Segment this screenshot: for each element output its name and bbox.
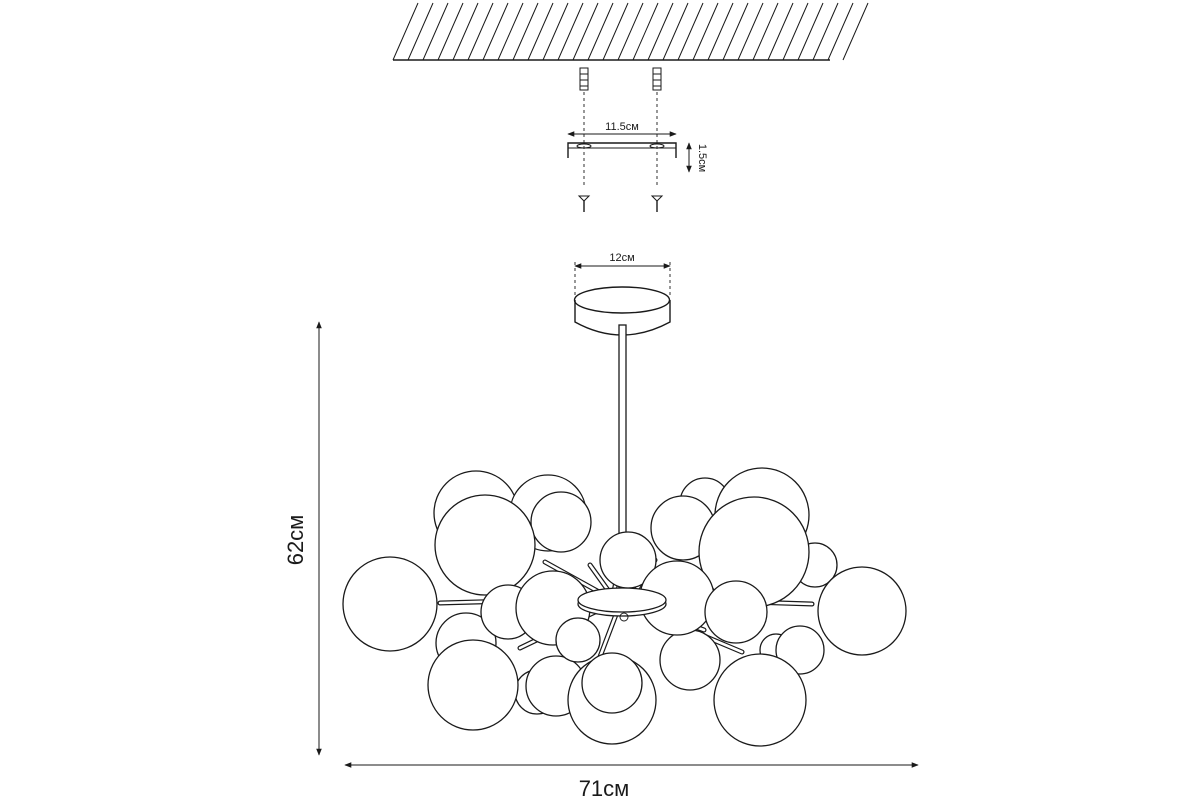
screw-right [650, 195, 664, 212]
canopy-width-label: 12см [609, 252, 634, 264]
glass-globe [659, 629, 721, 691]
screw-left [577, 195, 591, 212]
mounting-bracket [567, 142, 677, 158]
globe-cluster [342, 467, 907, 747]
glass-globe [342, 556, 438, 652]
bracket-height-label: 1.5см [696, 144, 708, 172]
bracket-width-label: 11.5см [605, 121, 639, 133]
glass-globe [555, 617, 601, 663]
glass-globe [704, 580, 768, 644]
glass-globe [530, 491, 592, 553]
wall-anchor-right [652, 67, 662, 91]
glass-globe [713, 653, 807, 747]
glass-globe [775, 625, 825, 675]
glass-globe [817, 566, 907, 656]
height-label: 62см [283, 515, 308, 566]
ceiling-hatching [392, 2, 869, 61]
width-label: 71см [579, 776, 630, 800]
glass-globe [427, 639, 519, 731]
glass-globe [581, 652, 643, 714]
hub-screw-icon [619, 612, 629, 622]
wall-anchor-left [579, 67, 589, 91]
glass-globe [434, 494, 536, 596]
